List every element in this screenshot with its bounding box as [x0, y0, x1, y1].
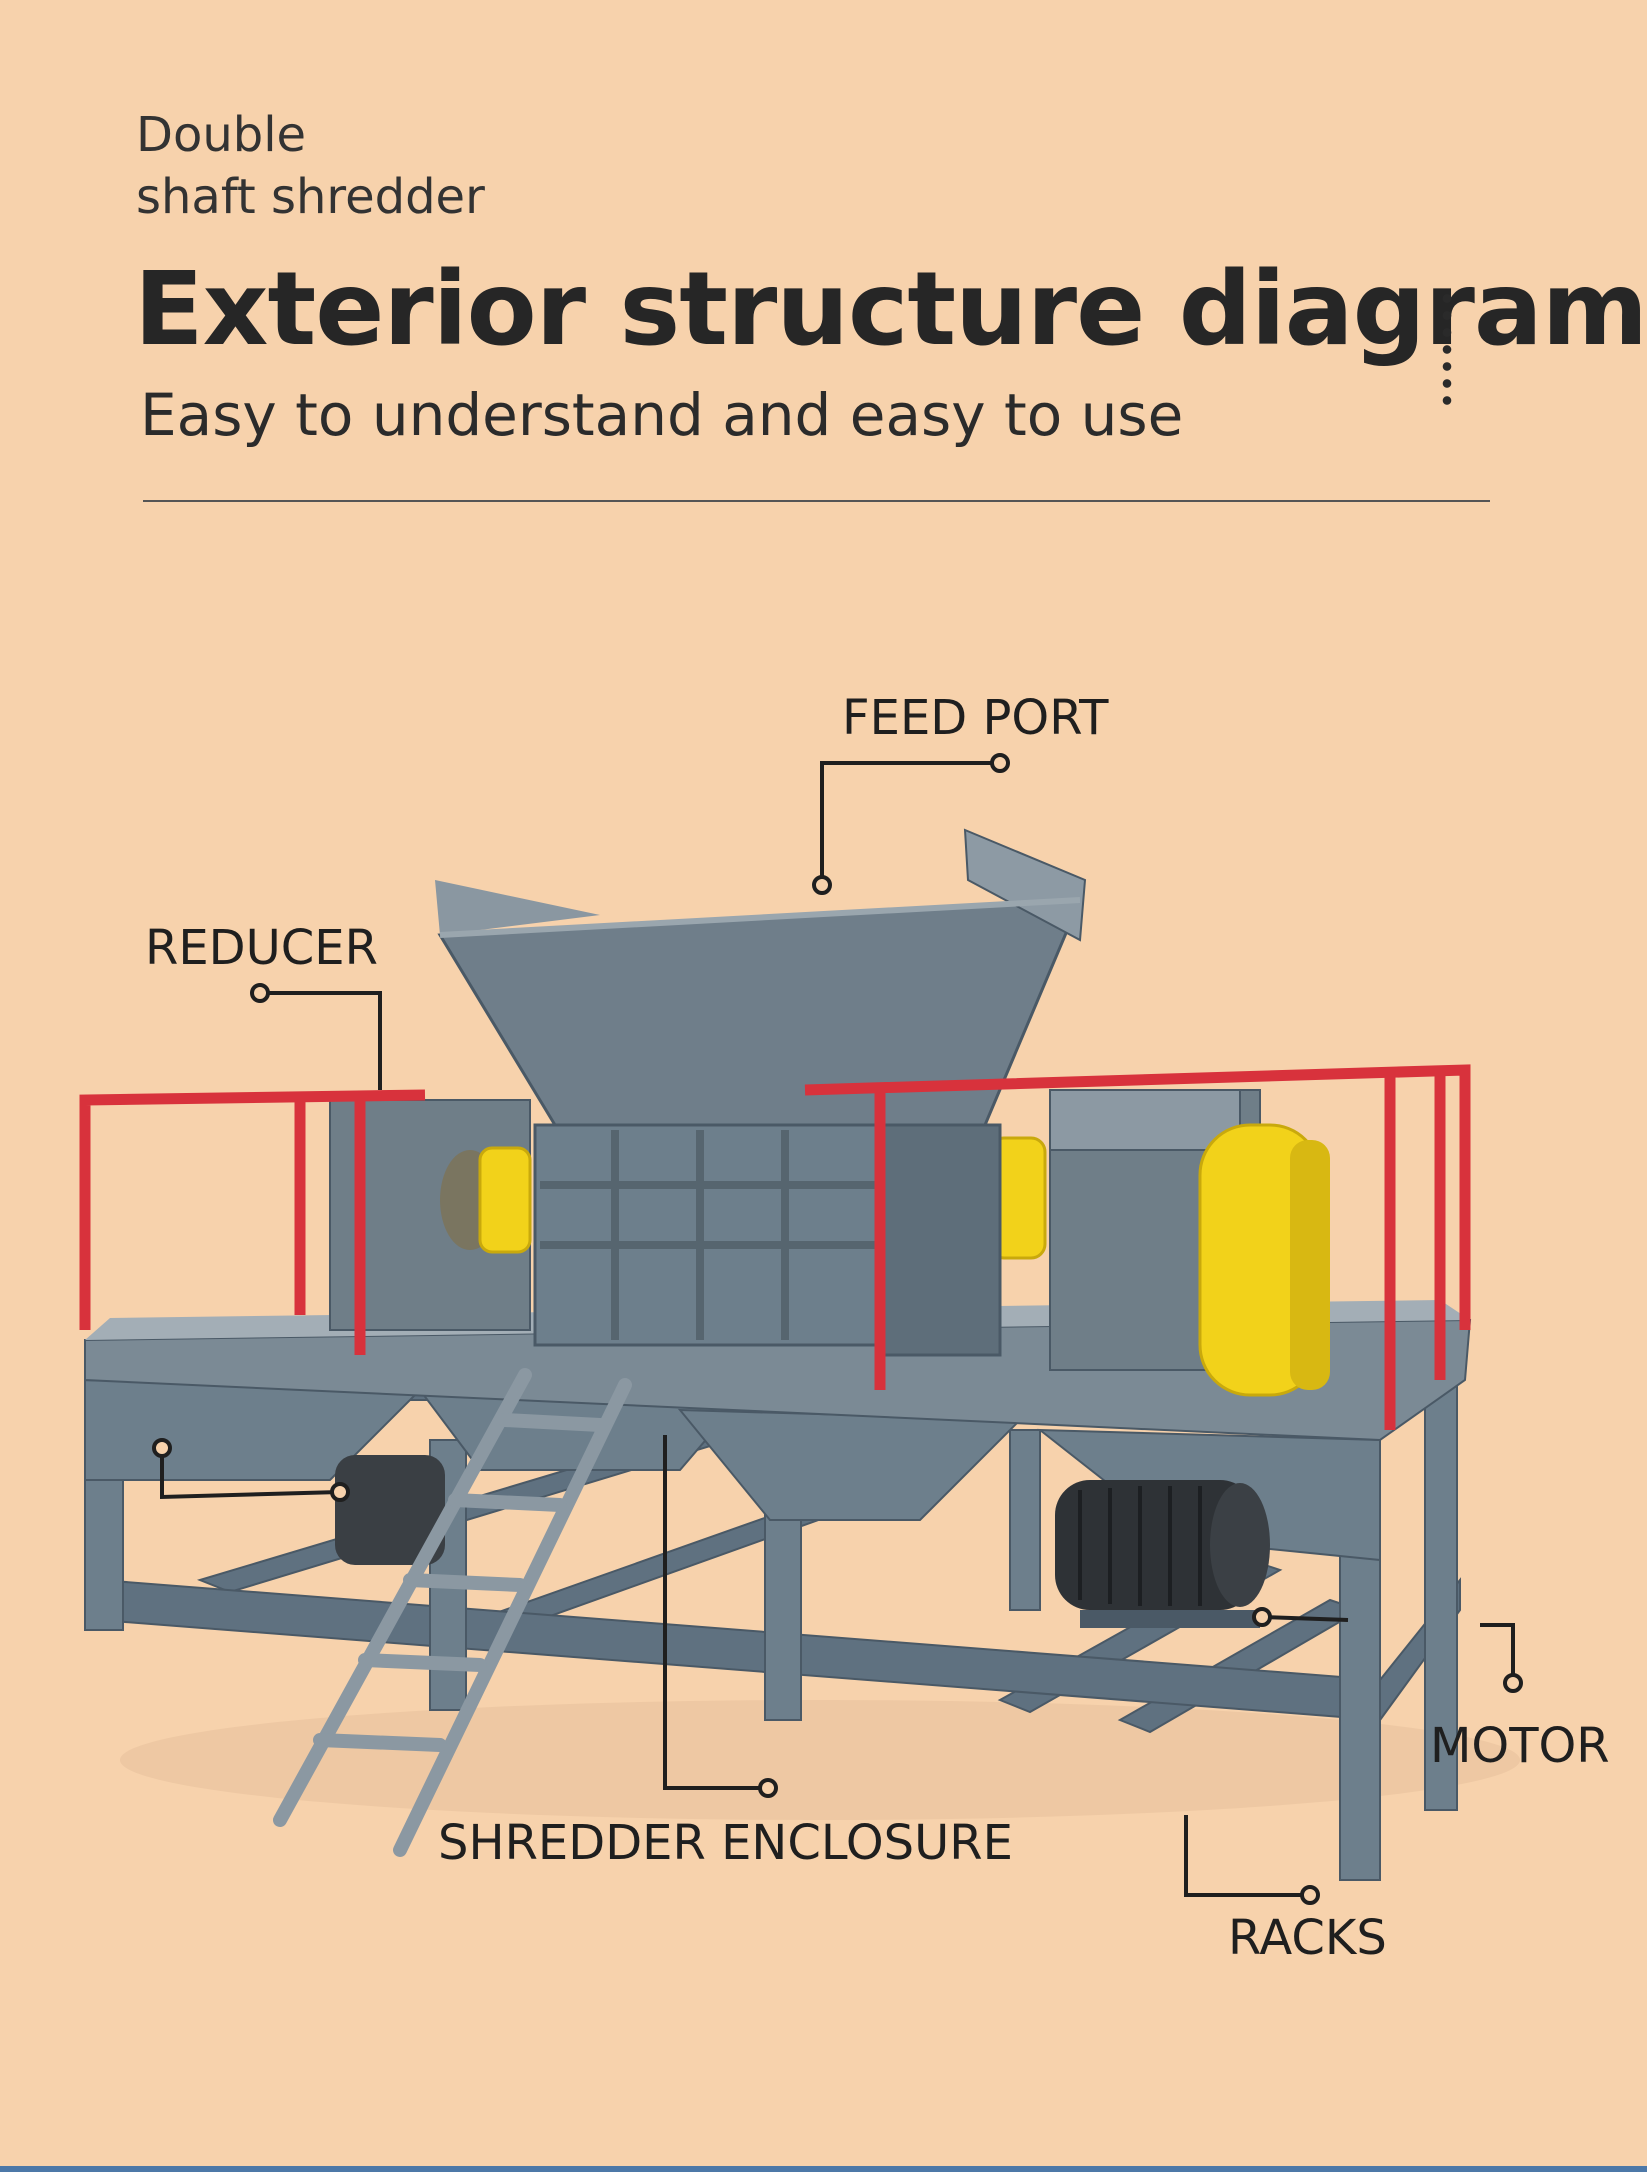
railings	[79, 1064, 1471, 1430]
leg-back-right	[1424, 1379, 1458, 1811]
left-railing	[79, 1089, 426, 1330]
shredder-enclosure-front	[533, 1123, 882, 1347]
ladder	[273, 1368, 632, 1857]
kicker-line-2: shaft shredder	[136, 169, 485, 225]
leader-reducer	[260, 991, 382, 1090]
motor-assembly	[1055, 1480, 1270, 1628]
motor-base	[1080, 1610, 1260, 1628]
right-reducer-top	[1049, 1089, 1241, 1151]
page-subtitle: Easy to understand and easy to use	[140, 381, 1184, 449]
callout-leaders	[160, 761, 1515, 1897]
shredder-box	[533, 1123, 1002, 1357]
product-kicker: Double shaft shredder	[136, 104, 485, 228]
callout-reducer: REDUCER	[145, 920, 378, 976]
ground-shadow	[120, 1700, 1520, 1820]
kicker-line-1: Double	[136, 107, 307, 163]
shredder-enclosure-side	[878, 1123, 1002, 1357]
callout-racks: RACKS	[1228, 1910, 1387, 1966]
leader-motor-right	[1480, 1623, 1515, 1680]
left-drive-unit	[335, 1455, 445, 1565]
leader-motor	[1261, 1615, 1349, 1622]
left-coupling	[478, 1146, 532, 1254]
bottom-accent-bar	[0, 2166, 1647, 2172]
yellow-guard-side	[1290, 1140, 1330, 1390]
feed-hopper	[435, 828, 1087, 1127]
leader-shredder-enclosure	[663, 1435, 768, 1790]
motor-end-cap	[1210, 1483, 1270, 1607]
right-railing	[804, 1064, 1471, 1330]
pulley-guard	[1198, 1123, 1330, 1397]
hopper-front	[437, 898, 1083, 1127]
leader-feed-port	[820, 761, 1000, 885]
hopper-right-wing	[963, 828, 1087, 942]
hopper-left-lip	[435, 880, 600, 935]
vertical-dots-decoration	[1442, 290, 1452, 408]
motor-body	[1055, 1480, 1255, 1610]
leg-back-mid	[1009, 1429, 1041, 1611]
callout-shredder-enclosure: SHREDDER ENCLOSURE	[438, 1815, 1013, 1871]
bracket-center	[677, 1408, 1023, 1521]
header-divider	[143, 500, 1490, 502]
leader-left-drive	[160, 1448, 341, 1500]
callout-motor: MOTOR	[1430, 1718, 1610, 1774]
page-title: Exterior structure diagram	[134, 250, 1647, 369]
callout-feed-port: FEED PORT	[842, 690, 1109, 746]
leader-racks	[1184, 1815, 1310, 1897]
callout-markers	[152, 753, 1523, 1905]
